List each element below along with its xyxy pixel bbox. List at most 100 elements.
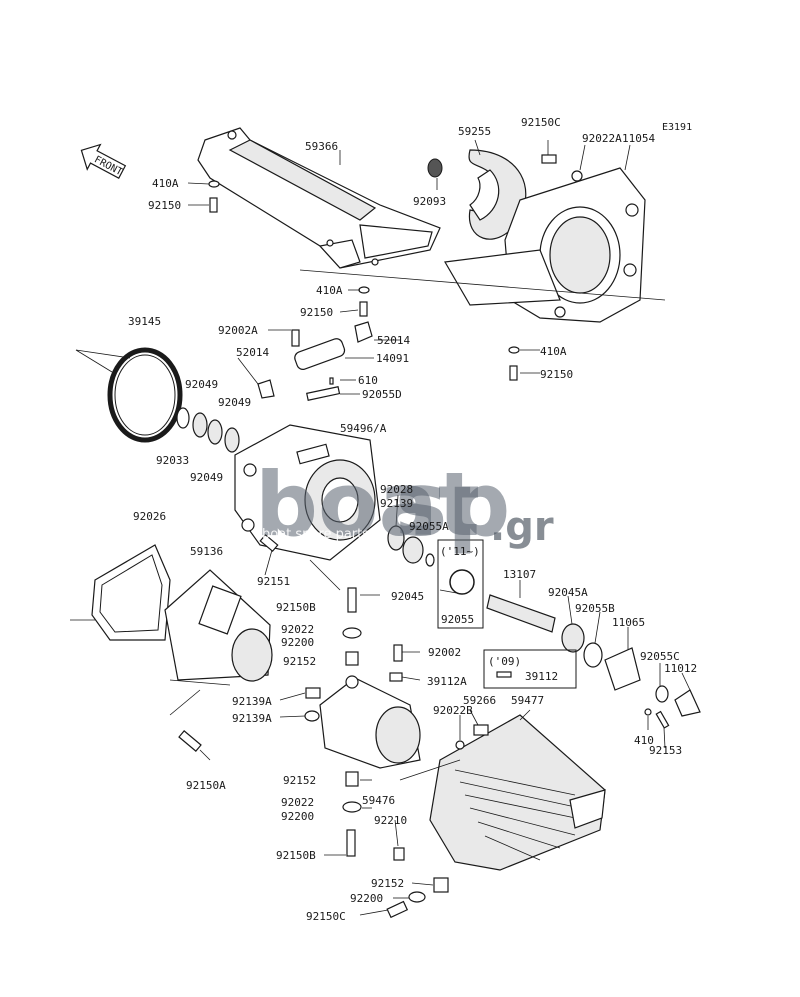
washer-410 [644,708,652,716]
seal-92049-a [192,412,208,438]
gasket-92055D [306,386,341,401]
ring-39145 [107,347,183,443]
label-92150A: 92150A [186,779,226,792]
label-59496A: 59496/A [340,422,387,435]
collar-92152-low [345,771,359,787]
label-13107: 13107 [503,568,536,581]
drive-shaft-13107 [486,594,556,633]
diagram-code: E3191 [662,122,692,133]
washer-92200-bottom [408,891,426,903]
label-92210: 92210 [374,814,407,827]
bush-92139A-b [304,710,320,722]
washer-410A-top [208,180,220,188]
bolt-92150A [178,730,202,752]
bolt-92153 [655,710,670,729]
washer-92022B [455,740,465,750]
clip-610 [329,377,334,385]
washer-410A-mid [358,286,370,294]
label-92055A: 92055A [409,520,449,533]
label-11054: 11054 [622,132,655,145]
label-92150-2: 92150 [300,306,333,319]
label-410: 410 [634,734,654,747]
cap-11065 [604,647,641,691]
leader-lines [70,139,691,916]
bolt-92150-mid [359,301,368,317]
label-92139: 92139 [380,497,413,510]
label-92152-2: 92152 [283,774,316,787]
collar-92152-mid [345,651,359,666]
label-39145: 39145 [128,315,161,328]
bolt-92150-right [509,365,518,381]
box-2009 [483,649,577,689]
ride-plate-59366 [197,127,441,269]
washer-410A-right [508,346,520,354]
label-92200-1: 92200 [281,636,314,649]
label-92055: 92055 [441,613,474,626]
fitting-52014-lower [257,379,275,399]
label-92022-2: 92022 [281,796,314,809]
label-92152-1: 92152 [283,655,316,668]
label-92139A-1: 92139A [232,695,272,708]
bush-92139A-a [305,687,321,699]
label-92028: 92028 [380,483,413,496]
watermark-suffix: .gr [490,504,554,550]
fitting-52014-upper [354,321,373,343]
bolt-92150C-bottom [386,900,409,919]
label-59255: 59255 [458,125,491,138]
impeller-59255 [427,149,527,240]
label-92045A: 92045A [548,586,588,599]
nozzle-59136 [164,569,273,682]
bearing-92045A [561,623,585,653]
front-arrow: FRONT [80,143,127,179]
label-92200-3: 92200 [350,892,383,905]
label-92150B-2: 92150B [276,849,316,862]
collar-92152-bottom [433,877,449,893]
label-59476: 59476 [362,794,395,807]
pump-housing-11054 [444,167,646,323]
label-610: 610 [358,374,378,387]
label-14091: 14091 [376,352,409,365]
label-92002: 92002 [428,646,461,659]
label-59477: 59477 [511,694,544,707]
oring-92055B [583,642,603,668]
label-92055D: 92055D [362,388,402,401]
label-92049-2: 92049 [218,396,251,409]
watermark-right: sp [395,453,510,556]
label-92049-1: 92049 [185,378,218,391]
bolt-92151 [259,533,279,553]
valve-14091 [294,338,346,370]
label-92055C: 92055C [640,650,680,663]
gasket-92026 [91,544,171,641]
bolt-92002 [393,644,403,662]
label-39112A: 39112A [427,675,467,688]
washer-92022-low [342,801,362,813]
label-92153: 92153 [649,744,682,757]
label-92022B: 92022B [433,704,473,717]
watermark-tagline: boat spare parts [262,527,369,542]
label-59266: 59266 [463,694,496,707]
watermark: boat sp .gr boat spare parts [255,453,554,556]
bolt-92150B-mid [347,587,357,613]
label-59366: 59366 [305,140,338,153]
label-92139A-2: 92139A [232,712,272,725]
oring-92055A [425,553,435,567]
seal-92049-b [207,419,223,445]
bolt-92150B-low [346,829,356,857]
washer-92022-mid [342,627,362,639]
bolt-92150-top [209,197,218,213]
bearing-92045 [402,536,424,564]
fitting-39112A [389,672,403,682]
seal-92033 [176,407,190,429]
label-52014-2: 52014 [236,346,269,359]
label-92150C-2: 92150C [306,910,346,923]
label-410A-2: 410A [316,284,343,297]
washer-92022A [571,170,583,182]
label-92150B-1: 92150B [276,601,316,614]
seal-92049-c [224,427,240,453]
label-92150C-1: 92150C [521,116,561,129]
label-year-2011: ('11~) [440,545,480,558]
label-92093: 92093 [413,195,446,208]
label-92200-2: 92200 [281,810,314,823]
label-410A-1: 410A [152,177,179,190]
